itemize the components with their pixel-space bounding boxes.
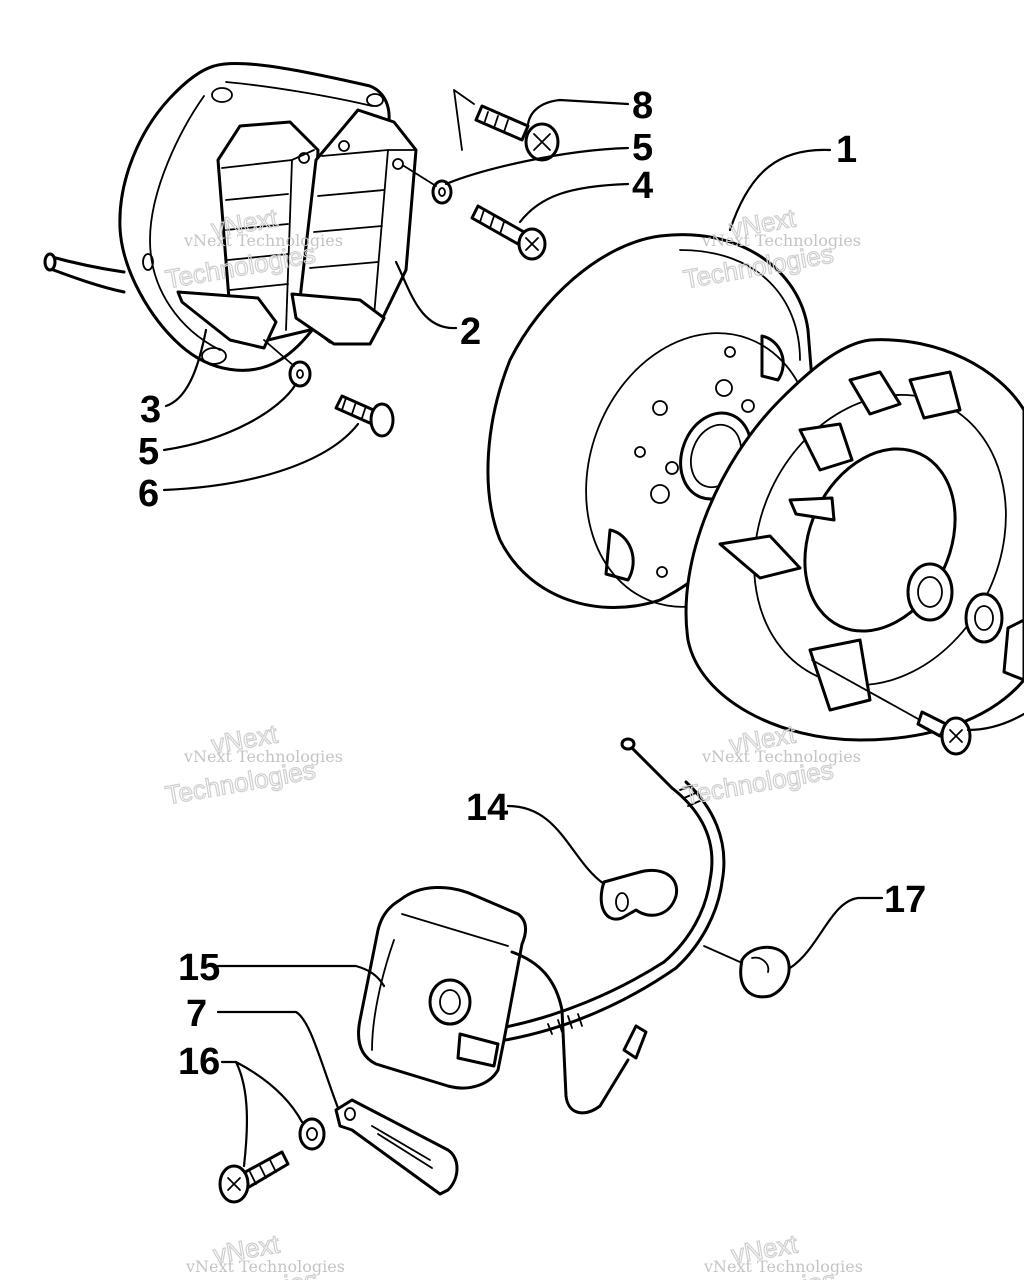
leader-lines bbox=[162, 98, 1024, 1168]
screw-16 bbox=[218, 1150, 290, 1204]
callout-5-lower: 5 bbox=[138, 431, 159, 473]
washer-5-upper bbox=[431, 179, 453, 205]
washer-5-lower bbox=[288, 360, 312, 388]
coil-left bbox=[176, 120, 320, 350]
watermark-small: vNext Technologies bbox=[703, 1257, 863, 1276]
bracket-7 bbox=[334, 1098, 459, 1196]
watermark-small: vNext Technologies bbox=[183, 747, 343, 766]
watermark-small: vNext Technologies bbox=[701, 747, 861, 766]
wire-clamp-14 bbox=[599, 869, 679, 921]
spark-plug-wire bbox=[488, 737, 726, 1044]
lock-washer-16 bbox=[298, 1117, 326, 1151]
callout-2: 2 bbox=[460, 311, 481, 353]
callout-4: 4 bbox=[632, 165, 653, 207]
watermark: vNext vNext Technologies Technologies bbox=[164, 1228, 345, 1280]
screw-4 bbox=[470, 204, 547, 261]
callout-17: 17 bbox=[884, 879, 926, 921]
callout-14: 14 bbox=[466, 787, 508, 829]
watermark-small: vNext Technologies bbox=[701, 231, 861, 250]
fan-wheel bbox=[684, 338, 1024, 756]
grommet-17 bbox=[739, 945, 791, 999]
coil-right bbox=[290, 108, 418, 346]
callout-8: 8 bbox=[632, 85, 653, 127]
watermark: vNext vNext Technologies Technologies bbox=[682, 1228, 863, 1280]
callout-5-upper: 5 bbox=[632, 127, 653, 169]
washer-guideline bbox=[403, 165, 437, 187]
callout-1: 1 bbox=[836, 129, 857, 171]
callout-16: 16 bbox=[178, 1041, 220, 1083]
screw-8 bbox=[474, 104, 560, 162]
screw-8-guideline bbox=[453, 89, 475, 151]
ignition-coil-15 bbox=[357, 886, 648, 1115]
watermark-small: vNext Technologies bbox=[185, 1257, 345, 1276]
callout-15: 15 bbox=[178, 947, 220, 989]
grommet-guideline bbox=[703, 945, 741, 963]
watermark: vNext vNext Technologies Technologies bbox=[162, 718, 343, 811]
callout-6: 6 bbox=[138, 473, 159, 515]
stator-plate bbox=[43, 61, 391, 372]
callout-3: 3 bbox=[140, 389, 161, 431]
watermark-small: vNext Technologies bbox=[183, 231, 343, 250]
screw-6 bbox=[334, 394, 395, 438]
callout-7: 7 bbox=[186, 993, 207, 1035]
lower-guideline bbox=[263, 339, 295, 367]
